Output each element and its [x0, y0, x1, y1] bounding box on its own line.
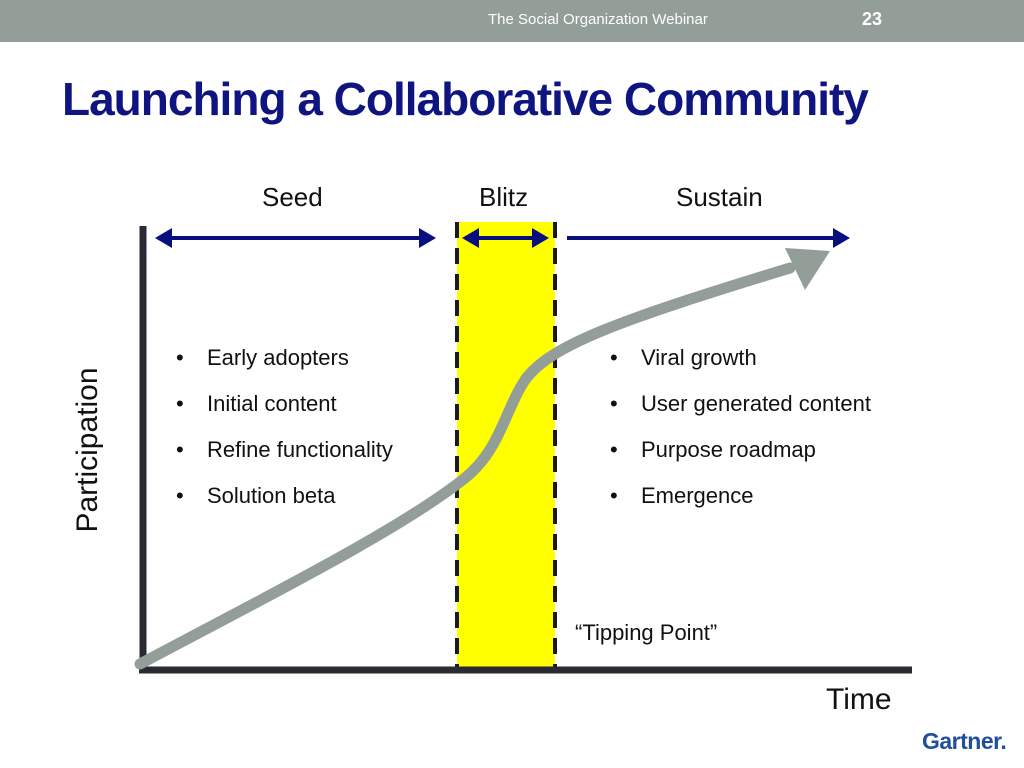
list-item: Refine functionality	[172, 436, 393, 482]
list-item: Solution beta	[172, 482, 393, 528]
blitz-arrow	[462, 228, 549, 248]
slide-number: 23	[862, 9, 883, 29]
tipping-point-band	[457, 222, 555, 668]
x-axis-label: Time	[826, 683, 892, 716]
list-item: Emergence	[606, 482, 871, 528]
list-item: User generated content	[606, 390, 871, 436]
list-item: Early adopters	[172, 344, 393, 390]
seed-bullet-list: Early adopters Initial content Refine fu…	[172, 344, 393, 528]
list-item: Viral growth	[606, 344, 871, 390]
sustain-arrow	[567, 228, 850, 248]
growth-curve	[134, 262, 796, 670]
growth-curve-arrowhead	[785, 248, 830, 290]
phase-label-seed: Seed	[262, 182, 323, 212]
gartner-logo: Gartner.	[922, 728, 1007, 754]
list-item: Purpose roadmap	[606, 436, 871, 482]
slide-title: Launching a Collaborative Community	[62, 73, 869, 125]
seed-arrow	[155, 228, 436, 248]
phase-label-blitz: Blitz	[479, 182, 529, 212]
sustain-bullet-list: Viral growth User generated content Purp…	[606, 344, 871, 528]
y-axis-label: Participation	[71, 367, 104, 533]
phase-label-sustain: Sustain	[676, 182, 763, 212]
list-item: Initial content	[172, 390, 393, 436]
tipping-point-annotation: “Tipping Point”	[575, 620, 718, 645]
header-bar: The Social Organization Webinar 23	[0, 0, 1024, 42]
presentation-title: The Social Organization Webinar	[488, 11, 708, 28]
